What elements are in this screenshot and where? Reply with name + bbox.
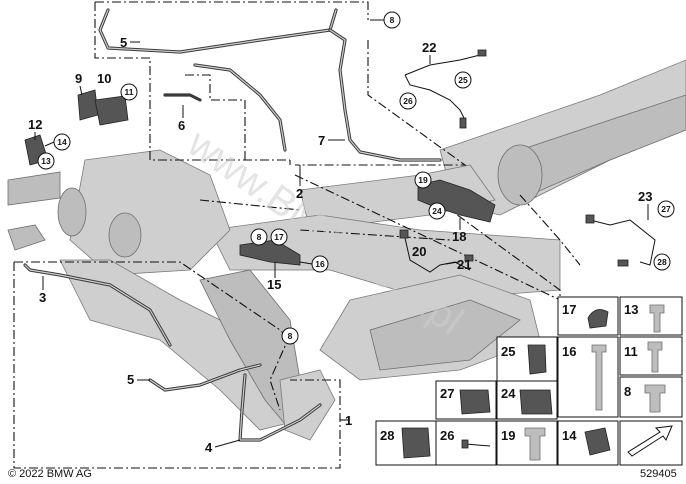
callout-11: 11 [120, 83, 138, 101]
svg-text:8: 8 [288, 331, 293, 341]
sensor-cable-20-21 [399, 229, 474, 273]
label-5-upper: 5 [120, 35, 127, 50]
svg-text:13: 13 [624, 302, 638, 317]
sensor-cable-23 [585, 214, 656, 267]
shield-left [7, 224, 46, 251]
svg-text:14: 14 [562, 428, 577, 443]
svg-text:11: 11 [125, 87, 134, 97]
direction-arrow-cell [619, 420, 683, 466]
parts-cell-19: 19 [496, 420, 558, 466]
svg-text:16: 16 [562, 344, 576, 359]
heat-shield-12 [7, 134, 61, 206]
callout-13: 13 [37, 152, 55, 170]
pipe-4 [238, 373, 322, 442]
svg-text:19: 19 [418, 175, 428, 185]
parts-cell-27: 27 [435, 380, 497, 420]
callout-27: 27 [657, 200, 675, 218]
svg-text:27: 27 [440, 386, 454, 401]
label-9: 9 [75, 71, 82, 86]
label-1: 1 [345, 413, 352, 428]
parts-cell-13: 13 [619, 296, 683, 336]
front-pipe-section [209, 164, 561, 381]
label-10: 10 [97, 71, 111, 86]
label-6: 6 [178, 118, 185, 133]
label-3: 3 [39, 290, 46, 305]
rear-silencer [439, 59, 686, 216]
svg-text:26: 26 [403, 96, 413, 106]
copyright: © 2022 BMW AG [8, 468, 92, 480]
callout-26: 26 [399, 92, 417, 110]
callout-8-mid: 8 [250, 228, 268, 246]
callout-16: 16 [299, 255, 329, 273]
label-22: 22 [422, 40, 436, 55]
pipe-6 [163, 63, 287, 152]
svg-text:11: 11 [624, 344, 638, 359]
svg-text:25: 25 [501, 344, 515, 359]
callout-14: 14 [44, 133, 71, 151]
svg-text:24: 24 [432, 206, 442, 216]
svg-text:17: 17 [274, 232, 284, 242]
parts-cell-25: 25 [496, 336, 558, 382]
parts-cell-28: 28 [375, 420, 437, 466]
parts-cell-17: 17 [557, 296, 619, 336]
svg-text:27: 27 [661, 204, 671, 214]
label-23: 23 [638, 189, 652, 204]
parts-cell-26: 26 [435, 420, 497, 466]
parts-cell-14: 14 [557, 420, 619, 466]
arrow-icon [627, 425, 673, 457]
parts-table: 17 13 25 16 11 8 27 [375, 296, 683, 466]
frame-upper [94, 1, 467, 166]
svg-text:28: 28 [657, 257, 667, 267]
svg-text:28: 28 [380, 428, 394, 443]
svg-text:17: 17 [562, 302, 576, 317]
label-5-lower: 5 [127, 372, 134, 387]
label-15: 15 [267, 277, 281, 292]
svg-text:24: 24 [501, 386, 516, 401]
parts-cell-24: 24 [496, 380, 558, 420]
label-18: 18 [452, 229, 466, 244]
callout-8-top: 8 [370, 11, 401, 29]
pipe-5-upper [98, 8, 338, 54]
label-4: 4 [205, 440, 213, 455]
bracket-18 [417, 179, 496, 223]
label-12: 12 [28, 117, 42, 132]
svg-text:16: 16 [315, 259, 325, 269]
callout-8-low: 8 [281, 327, 299, 345]
pipe-5-lower [148, 363, 262, 392]
circled-callouts: 8 11 14 13 25 26 19 24 [37, 11, 675, 345]
parts-cell-8: 8 [619, 376, 683, 418]
parts-cell-16: 16 [557, 336, 619, 418]
label-7: 7 [318, 133, 325, 148]
label-2: 2 [296, 186, 303, 201]
label-20: 20 [412, 244, 426, 259]
callout-19: 19 [414, 171, 432, 189]
parts-cell-11: 11 [619, 336, 683, 376]
callout-28: 28 [653, 253, 671, 271]
pipe-7 [328, 28, 442, 162]
callout-17: 17 [270, 228, 288, 246]
svg-text:13: 13 [41, 156, 51, 166]
svg-text:8: 8 [624, 384, 631, 399]
label-21: 21 [457, 257, 471, 272]
pipe-3 [23, 263, 172, 347]
frame-lower-left [13, 261, 350, 469]
svg-text:25: 25 [458, 75, 468, 85]
svg-text:26: 26 [440, 428, 454, 443]
callout-25: 25 [454, 71, 472, 89]
sensor-9-10 [77, 89, 129, 126]
diagram-number: 529405 [640, 468, 677, 480]
callout-24: 24 [428, 202, 446, 220]
catalytic-converters [57, 149, 336, 441]
label-numbers: 5 9 10 12 6 7 2 22 23 18 20 21 15 3 5 4 … [28, 35, 652, 455]
sensor-cable-22 [404, 49, 487, 129]
svg-text:8: 8 [390, 15, 395, 25]
svg-text:14: 14 [57, 137, 67, 147]
svg-text:19: 19 [501, 428, 515, 443]
svg-text:8: 8 [257, 232, 262, 242]
